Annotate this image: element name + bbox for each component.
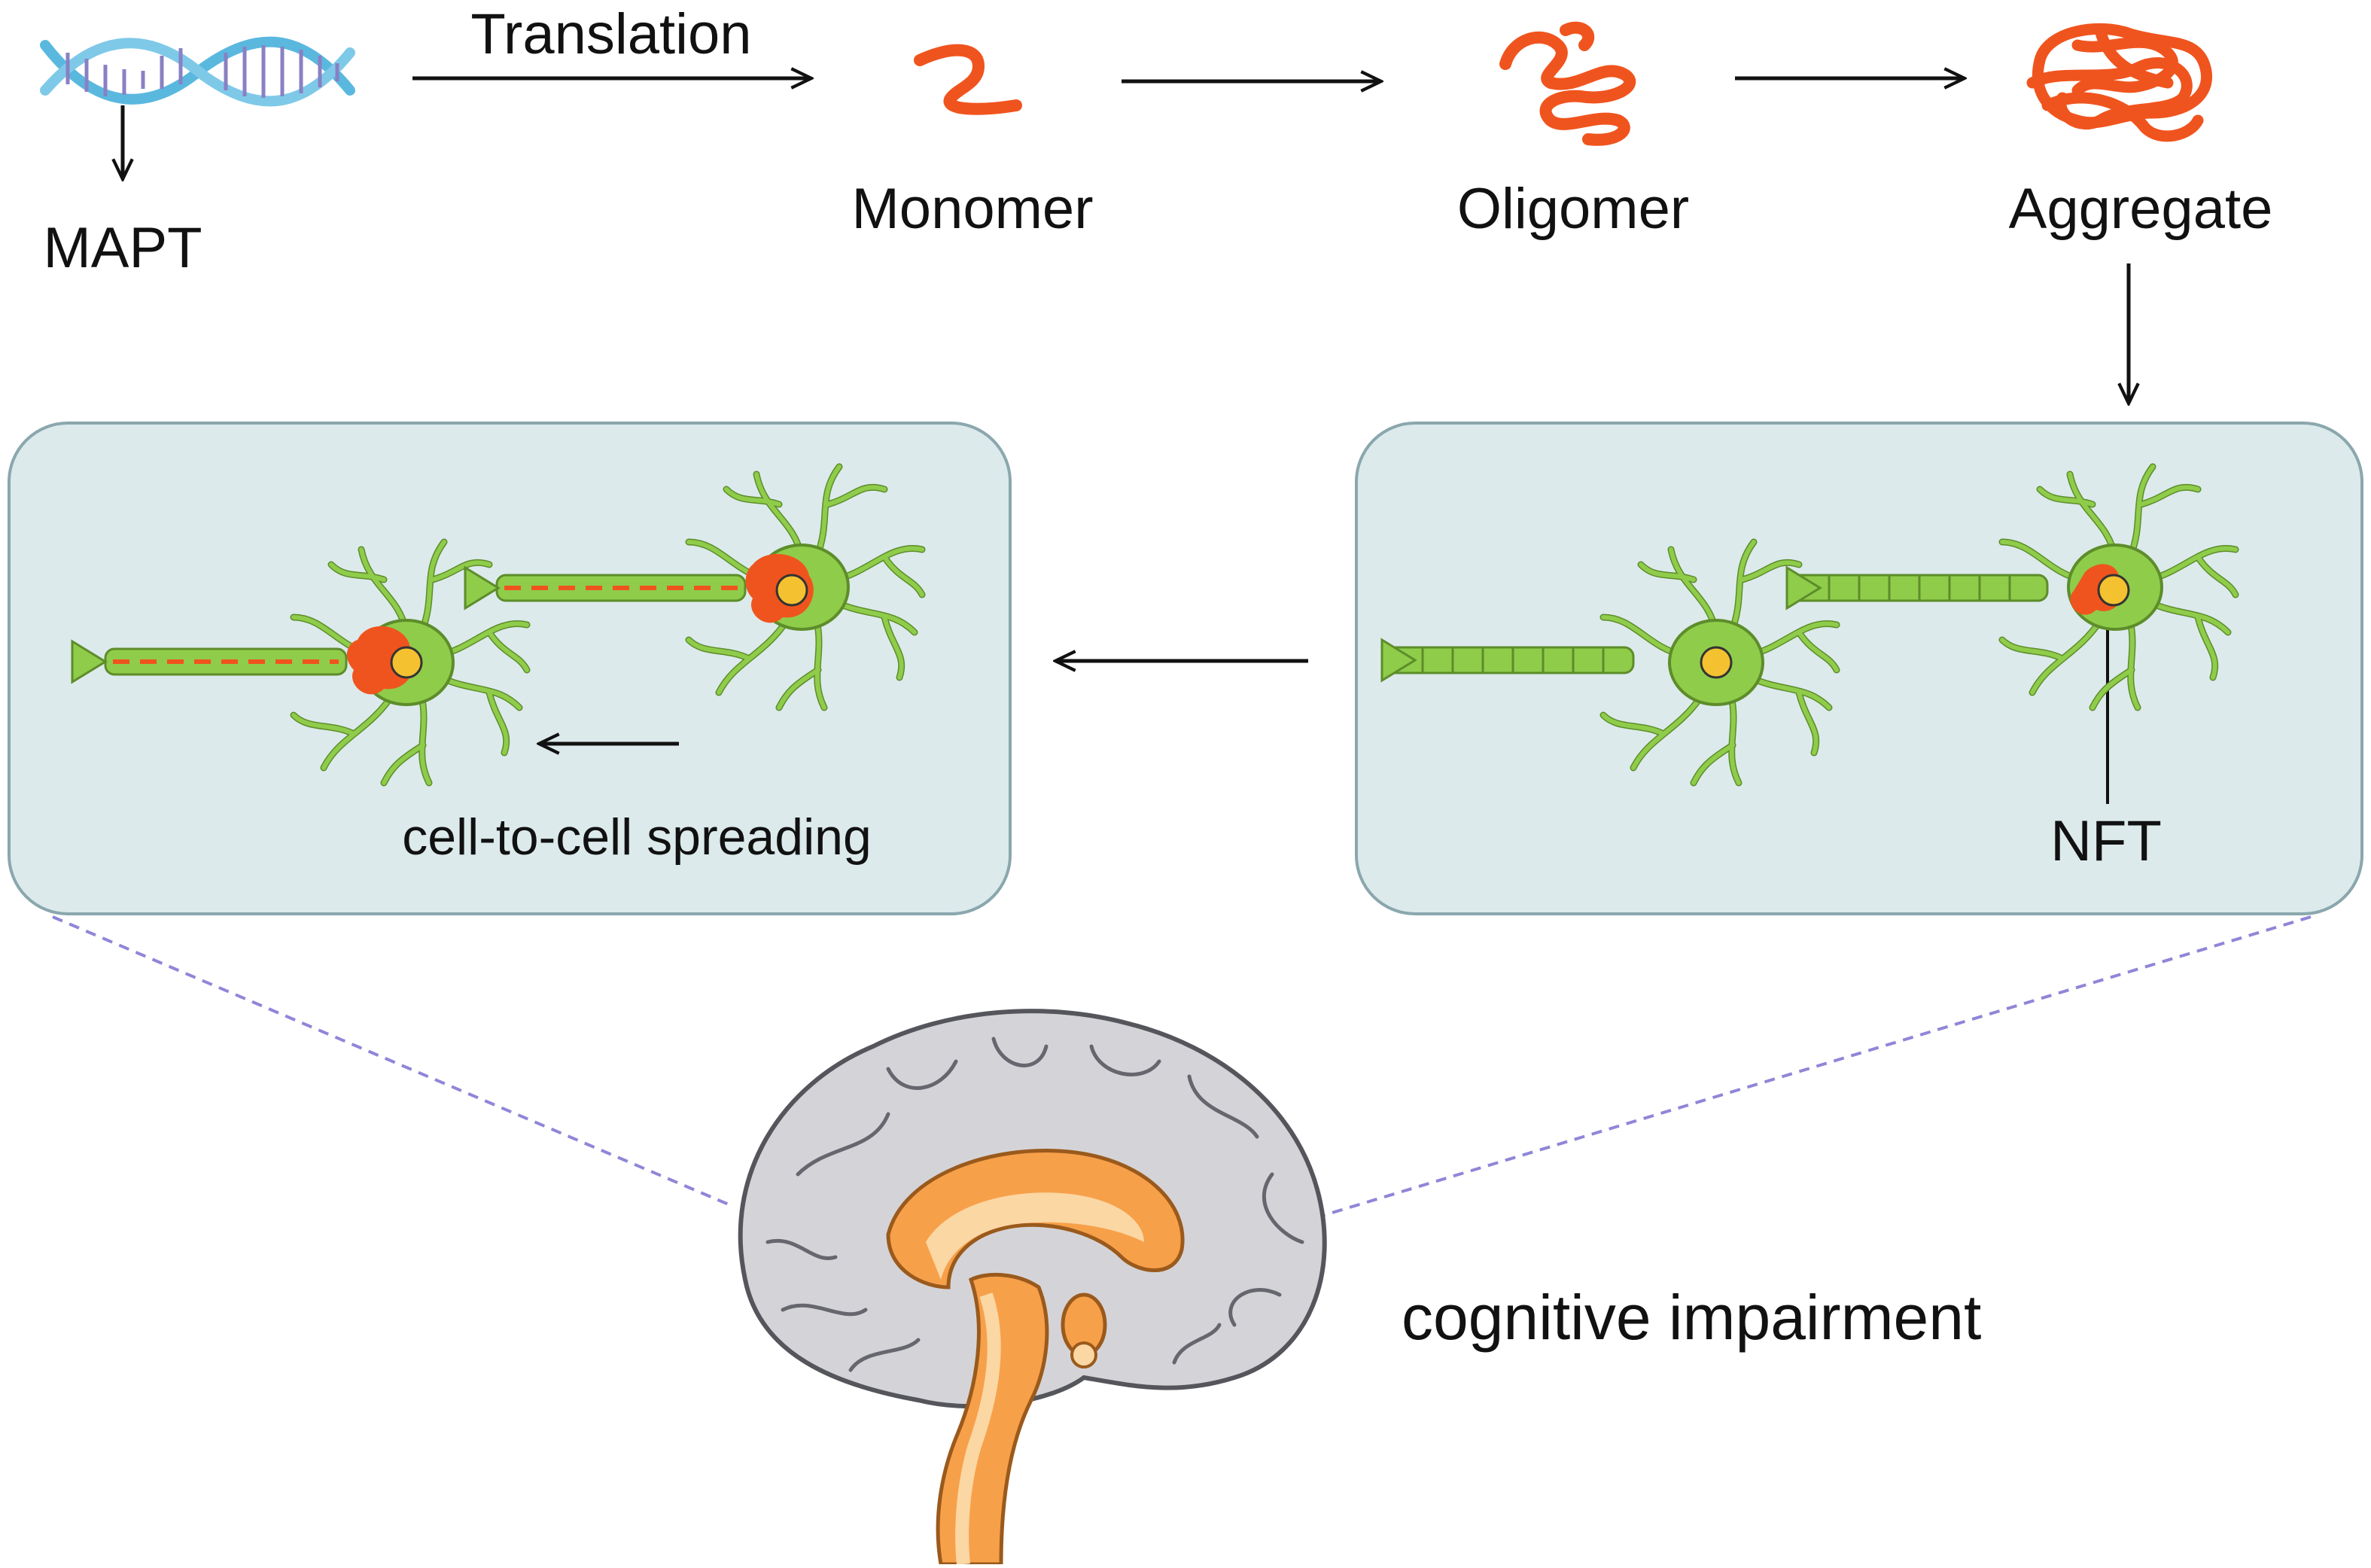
brain-icon (738, 1009, 1327, 1566)
neuron-icon (464, 467, 922, 708)
aggregate-icon (2026, 23, 2212, 142)
nft-label: NFT (2050, 809, 2162, 873)
oligomer-label: Oligomer (1456, 177, 1690, 241)
neuron-icon (1785, 467, 2236, 708)
monomer-icon (914, 44, 1022, 115)
outcome-label: cognitive impairment (1402, 1282, 1982, 1353)
translation-label: Translation (470, 2, 752, 66)
monomer-label: Monomer (851, 177, 1094, 241)
spreading-label: cell-to-cell spreading (402, 808, 872, 866)
aggregate-label: Aggregate (2008, 177, 2273, 241)
spreading-panel (8, 422, 1012, 915)
neuron-icon (71, 542, 527, 783)
dna-icon (40, 36, 355, 107)
mapt-label: MAPT (43, 216, 202, 280)
neuron-icon (1380, 542, 1837, 783)
oligomer-icon (1499, 21, 1636, 146)
